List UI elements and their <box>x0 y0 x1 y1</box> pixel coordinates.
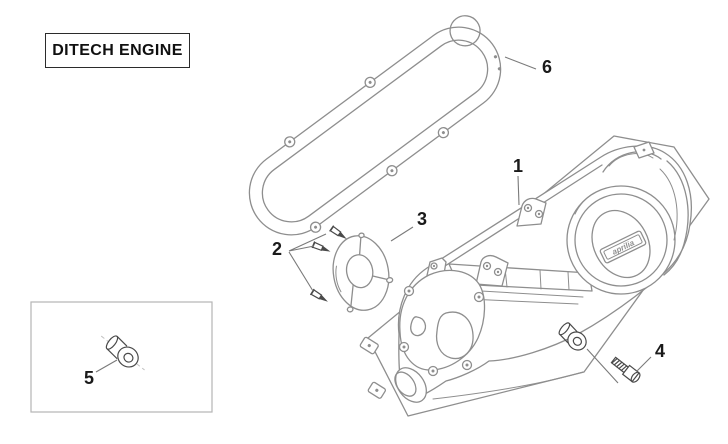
callout-1: 1 <box>512 156 524 176</box>
callout-3: 3 <box>416 209 428 229</box>
leader-line-5 <box>95 359 118 373</box>
leader-lines <box>95 56 652 384</box>
plate-pin <box>358 232 365 239</box>
variator-hub: aprilia <box>566 185 676 295</box>
plate-spokes <box>350 236 389 308</box>
leader-line-6 <box>504 56 537 70</box>
gasket-hole <box>493 55 498 59</box>
bolt-4b <box>610 356 641 383</box>
hub-inner-disc <box>591 209 651 279</box>
gasket-hole <box>441 131 445 135</box>
cover-top-bracket <box>516 197 547 227</box>
callout-6: 6 <box>541 57 553 77</box>
hub-top-strap <box>602 141 662 173</box>
engine-label-text: DITECH ENGINE <box>52 41 183 59</box>
front-cover-kidney-hole <box>435 311 474 360</box>
hub-mid-ring <box>574 193 668 287</box>
cover-belt-clip <box>475 255 509 287</box>
leader-line-3 <box>390 226 414 242</box>
cover-boot <box>394 367 427 403</box>
front-cover <box>398 269 486 377</box>
cover-bottom-edge-line <box>432 371 584 400</box>
plate-thickness-arc <box>335 265 342 293</box>
callout-4: 4 <box>654 341 666 361</box>
gasket-inner-edge <box>261 39 489 223</box>
engine-label-box: DITECH ENGINE <box>45 33 190 68</box>
callout-2: 2 <box>271 239 283 259</box>
ring-plate-drawing <box>332 232 394 313</box>
gasket-end-lobe <box>449 15 481 47</box>
callout-5: 5 <box>83 368 95 388</box>
leader-line-4 <box>586 348 652 384</box>
plate-center-hole <box>345 254 374 289</box>
transmission-cover-drawing: aprilia <box>359 141 692 403</box>
screw-2b <box>311 241 331 252</box>
cover-right-flange <box>659 160 689 276</box>
gasket-hole <box>288 140 292 144</box>
screw-2c <box>310 288 328 302</box>
cover-lower-groove <box>463 289 584 305</box>
gasket-hole <box>314 225 318 229</box>
cover-side-clip <box>367 381 387 399</box>
plate-pin <box>346 306 354 313</box>
gasket-hole <box>368 80 372 84</box>
detail-box <box>30 301 213 413</box>
leader-line-2 <box>288 233 327 292</box>
leader-line-1 <box>517 175 520 206</box>
plate-pin <box>386 277 394 284</box>
gasket-hole <box>497 67 502 71</box>
screw-4a <box>558 322 587 351</box>
gasket-hole <box>390 169 394 173</box>
screw-2a <box>329 225 347 240</box>
gasket-outer-edge <box>248 26 502 236</box>
cover-side-clip <box>359 336 379 355</box>
screw-5 <box>100 335 145 371</box>
cover-top-rim <box>430 164 603 276</box>
front-cover-teardrop-hole <box>410 316 427 337</box>
hub-highlight-arc <box>574 192 595 215</box>
gasket-drawing <box>248 15 502 236</box>
